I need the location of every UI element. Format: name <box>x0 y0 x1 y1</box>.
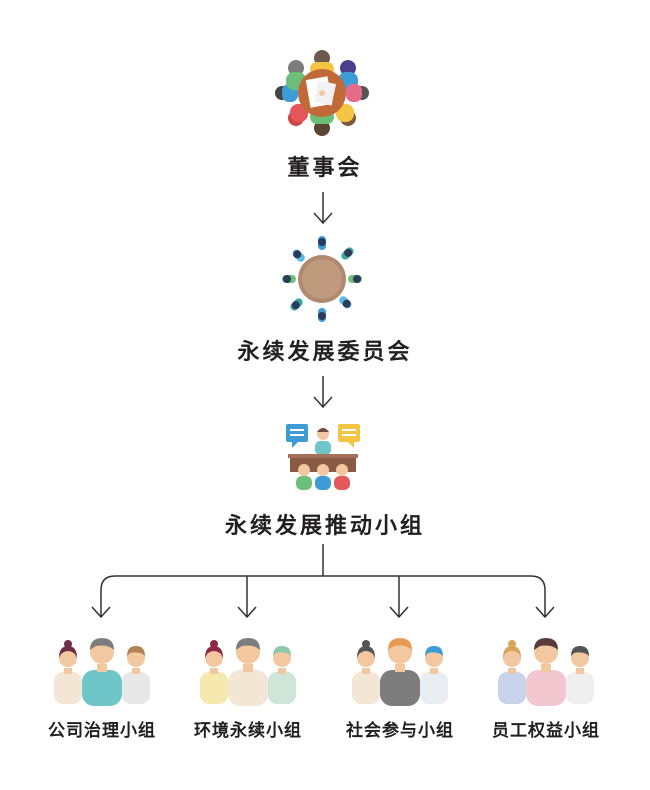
team-people-icon <box>54 638 150 706</box>
committee-label: 永续发展委员会 <box>237 340 413 365</box>
group-label-governance: 公司治理小组 <box>48 721 156 741</box>
arrow-down-icon <box>313 376 333 409</box>
group-label-employee: 员工权益小组 <box>492 721 600 741</box>
group-label-environment: 环境永续小组 <box>194 721 302 741</box>
presenter-with-audience-icon <box>286 424 360 490</box>
arrow-down-icon <box>313 192 333 225</box>
board-label: 董事会 <box>287 156 363 181</box>
committee-table-icon <box>282 236 362 322</box>
task-force-label: 永续发展推动小组 <box>224 514 425 539</box>
board-meeting-icon <box>275 50 369 136</box>
team-people-icon <box>498 638 594 706</box>
team-people-icon <box>352 638 448 706</box>
group-label-social: 社会参与小组 <box>346 721 454 741</box>
branch-connector <box>91 544 555 619</box>
team-people-icon <box>200 638 296 706</box>
